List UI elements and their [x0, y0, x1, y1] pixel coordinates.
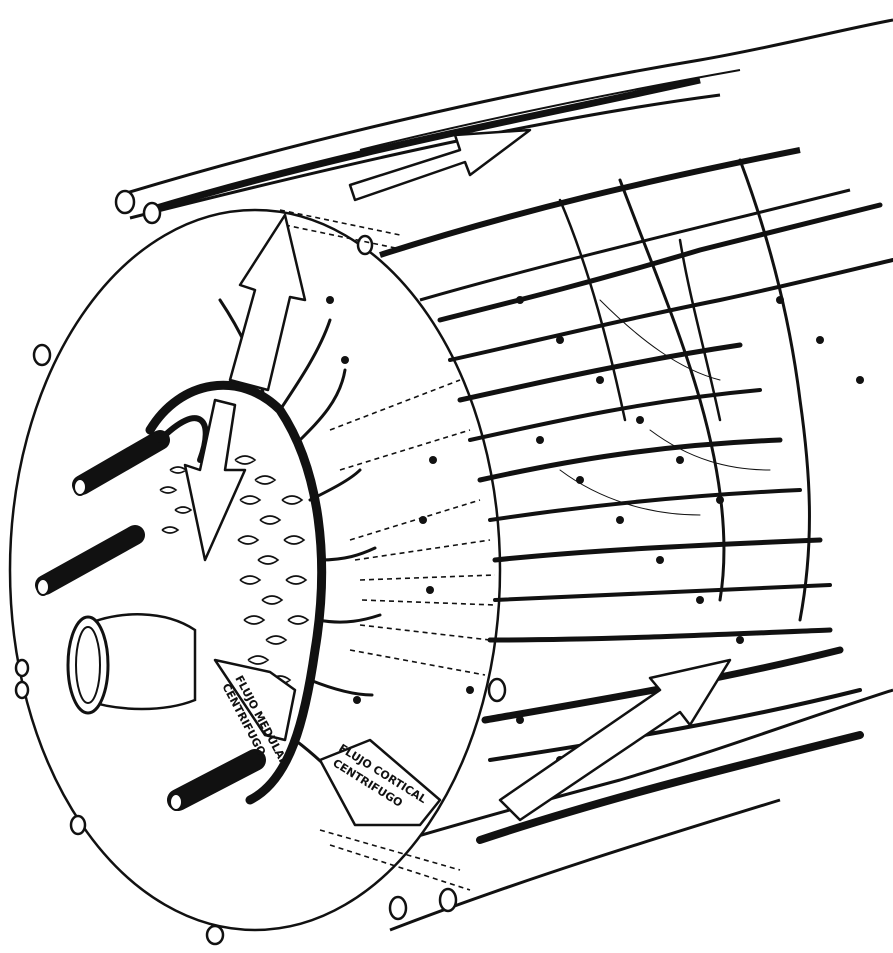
- cortical-vascular-mesh: [440, 160, 893, 840]
- top-right-arrow: [350, 130, 530, 200]
- nutrient-artery: [68, 614, 195, 713]
